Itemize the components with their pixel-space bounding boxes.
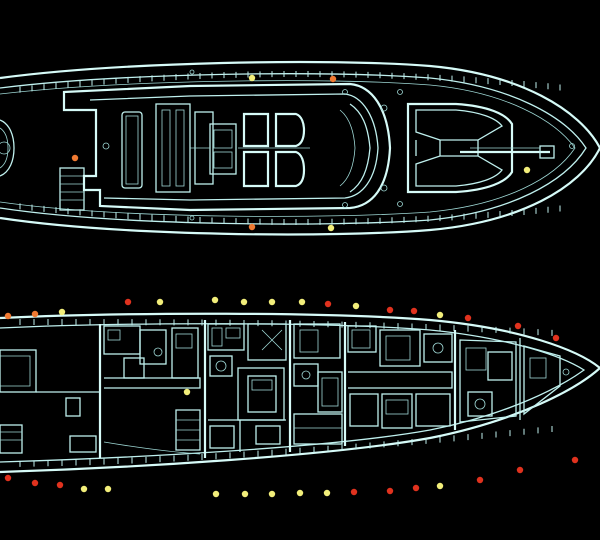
deck-cleat <box>397 201 403 207</box>
feature-light <box>352 302 360 310</box>
feature-light <box>71 154 79 162</box>
feature-light <box>58 308 66 316</box>
feature-light <box>436 482 444 490</box>
accommodation-hull-inner <box>0 323 586 463</box>
guest-cabins-forward <box>347 325 453 429</box>
anchor-windlass <box>460 143 575 159</box>
feature-light <box>56 481 64 489</box>
crew-quarters-forepeak <box>459 339 570 423</box>
hull-frame-ticks <box>19 319 553 467</box>
feature-light <box>241 490 249 498</box>
deckhouse-outline <box>62 82 392 212</box>
deck-bulwark-inner <box>0 73 587 225</box>
accommodation-plan-view <box>0 312 600 474</box>
deck-cleat <box>397 89 403 95</box>
feature-light <box>476 476 484 484</box>
feature-light <box>248 223 256 231</box>
cockpit-seating <box>121 103 237 193</box>
feature-light <box>552 334 560 342</box>
deck-hatch <box>102 142 110 150</box>
feature-light <box>412 484 420 492</box>
feature-light <box>323 489 331 497</box>
deck-cleat <box>189 215 195 221</box>
deck-plan-view <box>0 60 600 236</box>
feature-light <box>436 311 444 319</box>
feature-light <box>386 306 394 314</box>
feature-light <box>31 310 39 318</box>
deck-cleat <box>189 69 195 75</box>
owner-cabin-aft <box>0 349 100 454</box>
feature-light <box>298 298 306 306</box>
stern-helm-station <box>0 119 15 177</box>
deck-rail-stanchions <box>19 71 561 225</box>
boarding-steps <box>59 167 85 211</box>
feature-light <box>464 314 472 322</box>
feature-light <box>329 75 337 83</box>
feature-light <box>327 224 335 232</box>
saloon <box>103 325 201 455</box>
galley-and-guest-cabin <box>207 323 287 452</box>
feature-light <box>211 296 219 304</box>
feature-light <box>183 388 191 396</box>
deck-hull-outline <box>0 60 600 236</box>
feature-light <box>4 312 12 320</box>
feature-light <box>268 298 276 306</box>
guest-cabins-mid <box>293 323 343 445</box>
feature-light <box>240 298 248 306</box>
feature-light <box>514 322 522 330</box>
wheelhouse-seats <box>238 112 310 188</box>
feature-light <box>324 300 332 308</box>
feature-light <box>31 479 39 487</box>
feature-light <box>410 307 418 315</box>
feature-light <box>386 487 394 495</box>
feature-light <box>248 74 256 82</box>
feature-light <box>571 456 579 464</box>
accommodation-hull-outline <box>0 312 600 474</box>
feature-light <box>516 466 524 474</box>
bulkheads <box>98 320 521 458</box>
feature-light <box>268 490 276 498</box>
feature-light <box>350 488 358 496</box>
feature-light <box>4 474 12 482</box>
feature-light <box>296 489 304 497</box>
deckhouse-windows <box>339 103 388 193</box>
feature-light <box>104 485 112 493</box>
feature-lights <box>4 74 579 498</box>
feature-light <box>212 490 220 498</box>
deck-cleat <box>342 89 348 95</box>
feature-light <box>156 298 164 306</box>
feature-light <box>80 485 88 493</box>
feature-light <box>124 298 132 306</box>
feature-light <box>523 166 531 174</box>
deck-cleat <box>342 202 348 208</box>
